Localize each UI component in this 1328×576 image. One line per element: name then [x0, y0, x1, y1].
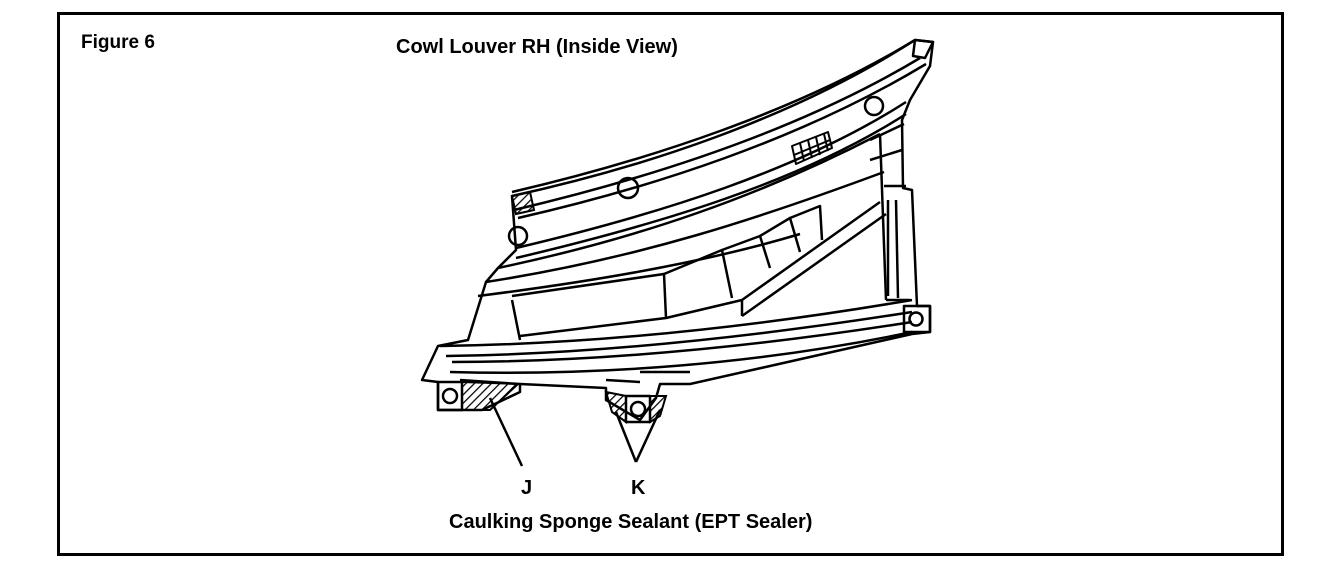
right-mount-bracket — [902, 304, 932, 334]
rail-hole-3 — [863, 95, 885, 117]
leader-k-left — [614, 411, 638, 463]
leader-j — [488, 397, 524, 467]
figure-caption: Caulking Sponge Sealant (EPT Sealer) — [449, 511, 813, 533]
rail-hole-2 — [616, 176, 640, 200]
figure-title: Cowl Louver RH (Inside View) — [396, 36, 678, 58]
rail-hole-1 — [507, 225, 529, 247]
callout-k: K — [631, 477, 646, 499]
sealant-j — [461, 380, 521, 411]
sealant-k-right — [649, 395, 668, 424]
leader-k-right — [634, 409, 662, 463]
louver-outline — [420, 38, 935, 422]
figure-label: Figure 6 — [81, 32, 155, 53]
center-mount-hole — [629, 400, 647, 418]
figure-frame — [57, 12, 1284, 556]
sealant-k-left — [604, 390, 627, 424]
right-mount-hole — [908, 311, 924, 327]
sealant-top-left — [510, 190, 536, 216]
top-rail — [511, 38, 916, 194]
left-mount-hole — [441, 387, 459, 405]
callout-j: J — [521, 477, 533, 499]
left-mount-bracket — [436, 380, 464, 412]
vent-grille — [791, 131, 833, 165]
